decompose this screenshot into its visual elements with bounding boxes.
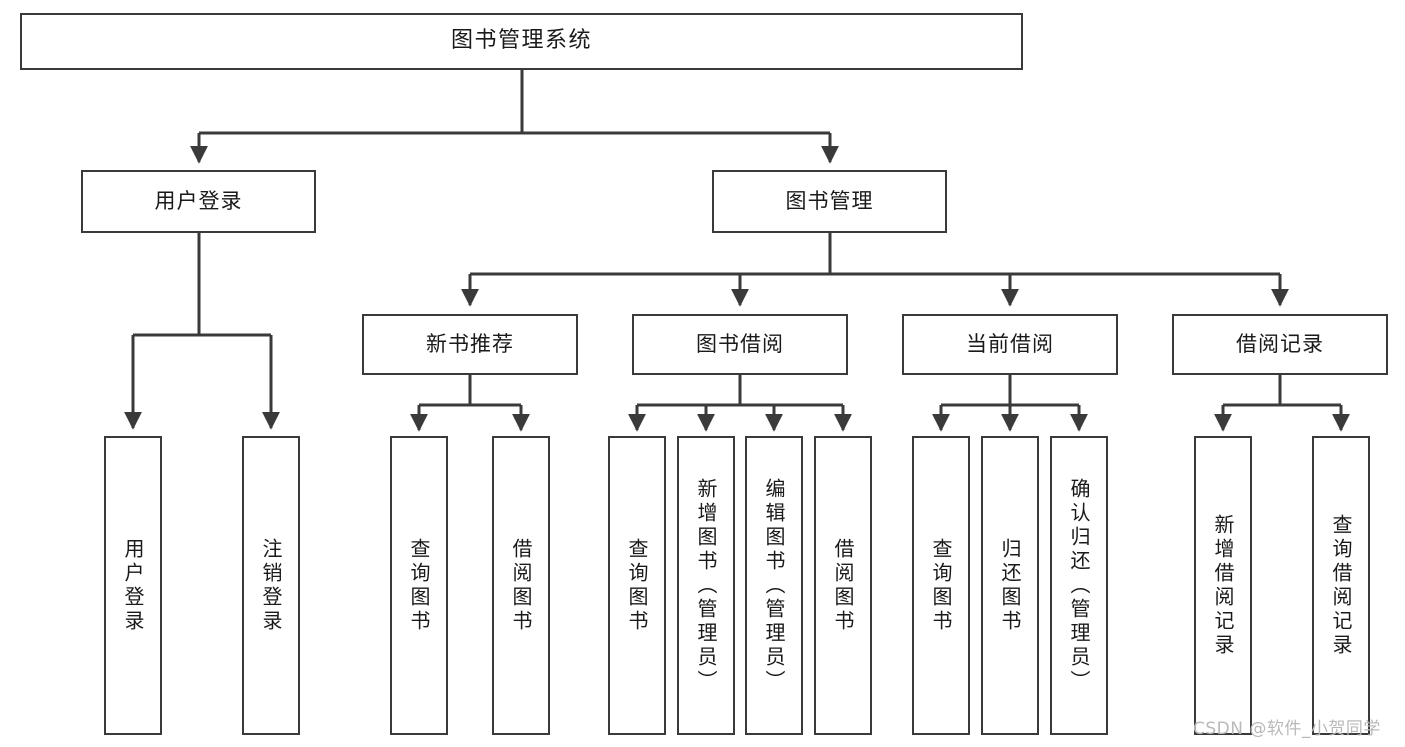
node-label: 查询图书 — [407, 537, 431, 634]
node-book-management[interactable]: 图书管理 — [712, 170, 947, 233]
node-label: 查询借阅记录 — [1329, 513, 1353, 658]
node-label: 当前借阅 — [966, 331, 1054, 356]
node-label: 借阅图书 — [509, 537, 533, 634]
leaf-book-borrow-edit[interactable]: 编辑图书（管理员） — [745, 436, 803, 735]
node-label: 注销登录 — [259, 537, 283, 634]
node-label: 借阅记录 — [1236, 331, 1324, 356]
node-label: 图书管理 — [785, 188, 874, 213]
node-borrow-record[interactable]: 借阅记录 — [1172, 314, 1388, 375]
node-label: 新书推荐 — [426, 331, 514, 356]
node-user-login[interactable]: 用户登录 — [81, 170, 316, 233]
leaf-new-book-borrow[interactable]: 借阅图书 — [492, 436, 550, 735]
csdn-watermark: CSDN @软件_小贺同学 — [1193, 719, 1381, 739]
node-root-system[interactable]: 图书管理系统 — [20, 13, 1023, 70]
node-label: 新增图书（管理员） — [694, 477, 718, 694]
leaf-book-borrow-lend[interactable]: 借阅图书 — [814, 436, 872, 735]
leaf-book-borrow-add[interactable]: 新增图书（管理员） — [677, 436, 735, 735]
leaf-user-login-logout[interactable]: 注销登录 — [242, 436, 300, 735]
node-new-book-recommend[interactable]: 新书推荐 — [362, 314, 578, 375]
node-label: 新增借阅记录 — [1211, 513, 1235, 658]
node-label: 图书管理系统 — [450, 28, 592, 54]
leaf-current-borrow-confirm-return[interactable]: 确认归还（管理员） — [1050, 436, 1108, 735]
node-book-borrow[interactable]: 图书借阅 — [632, 314, 848, 375]
node-label: 确认归还（管理员） — [1067, 477, 1091, 694]
leaf-current-borrow-return[interactable]: 归还图书 — [981, 436, 1039, 735]
leaf-book-borrow-query[interactable]: 查询图书 — [608, 436, 666, 735]
leaf-borrow-record-query[interactable]: 查询借阅记录 — [1312, 436, 1370, 735]
node-label: 用户登录 — [154, 188, 243, 213]
node-label: 图书借阅 — [696, 331, 784, 356]
node-label: 编辑图书（管理员） — [762, 477, 786, 694]
node-label: 用户登录 — [121, 537, 145, 634]
node-current-borrow[interactable]: 当前借阅 — [902, 314, 1118, 375]
node-label: 借阅图书 — [831, 537, 855, 634]
leaf-user-login-login[interactable]: 用户登录 — [104, 436, 162, 735]
node-label: 查询图书 — [929, 537, 953, 634]
leaf-borrow-record-add[interactable]: 新增借阅记录 — [1194, 436, 1252, 735]
leaf-current-borrow-query[interactable]: 查询图书 — [912, 436, 970, 735]
leaf-new-book-query[interactable]: 查询图书 — [390, 436, 448, 735]
node-label: 归还图书 — [998, 537, 1022, 634]
node-label: 查询图书 — [625, 537, 649, 634]
